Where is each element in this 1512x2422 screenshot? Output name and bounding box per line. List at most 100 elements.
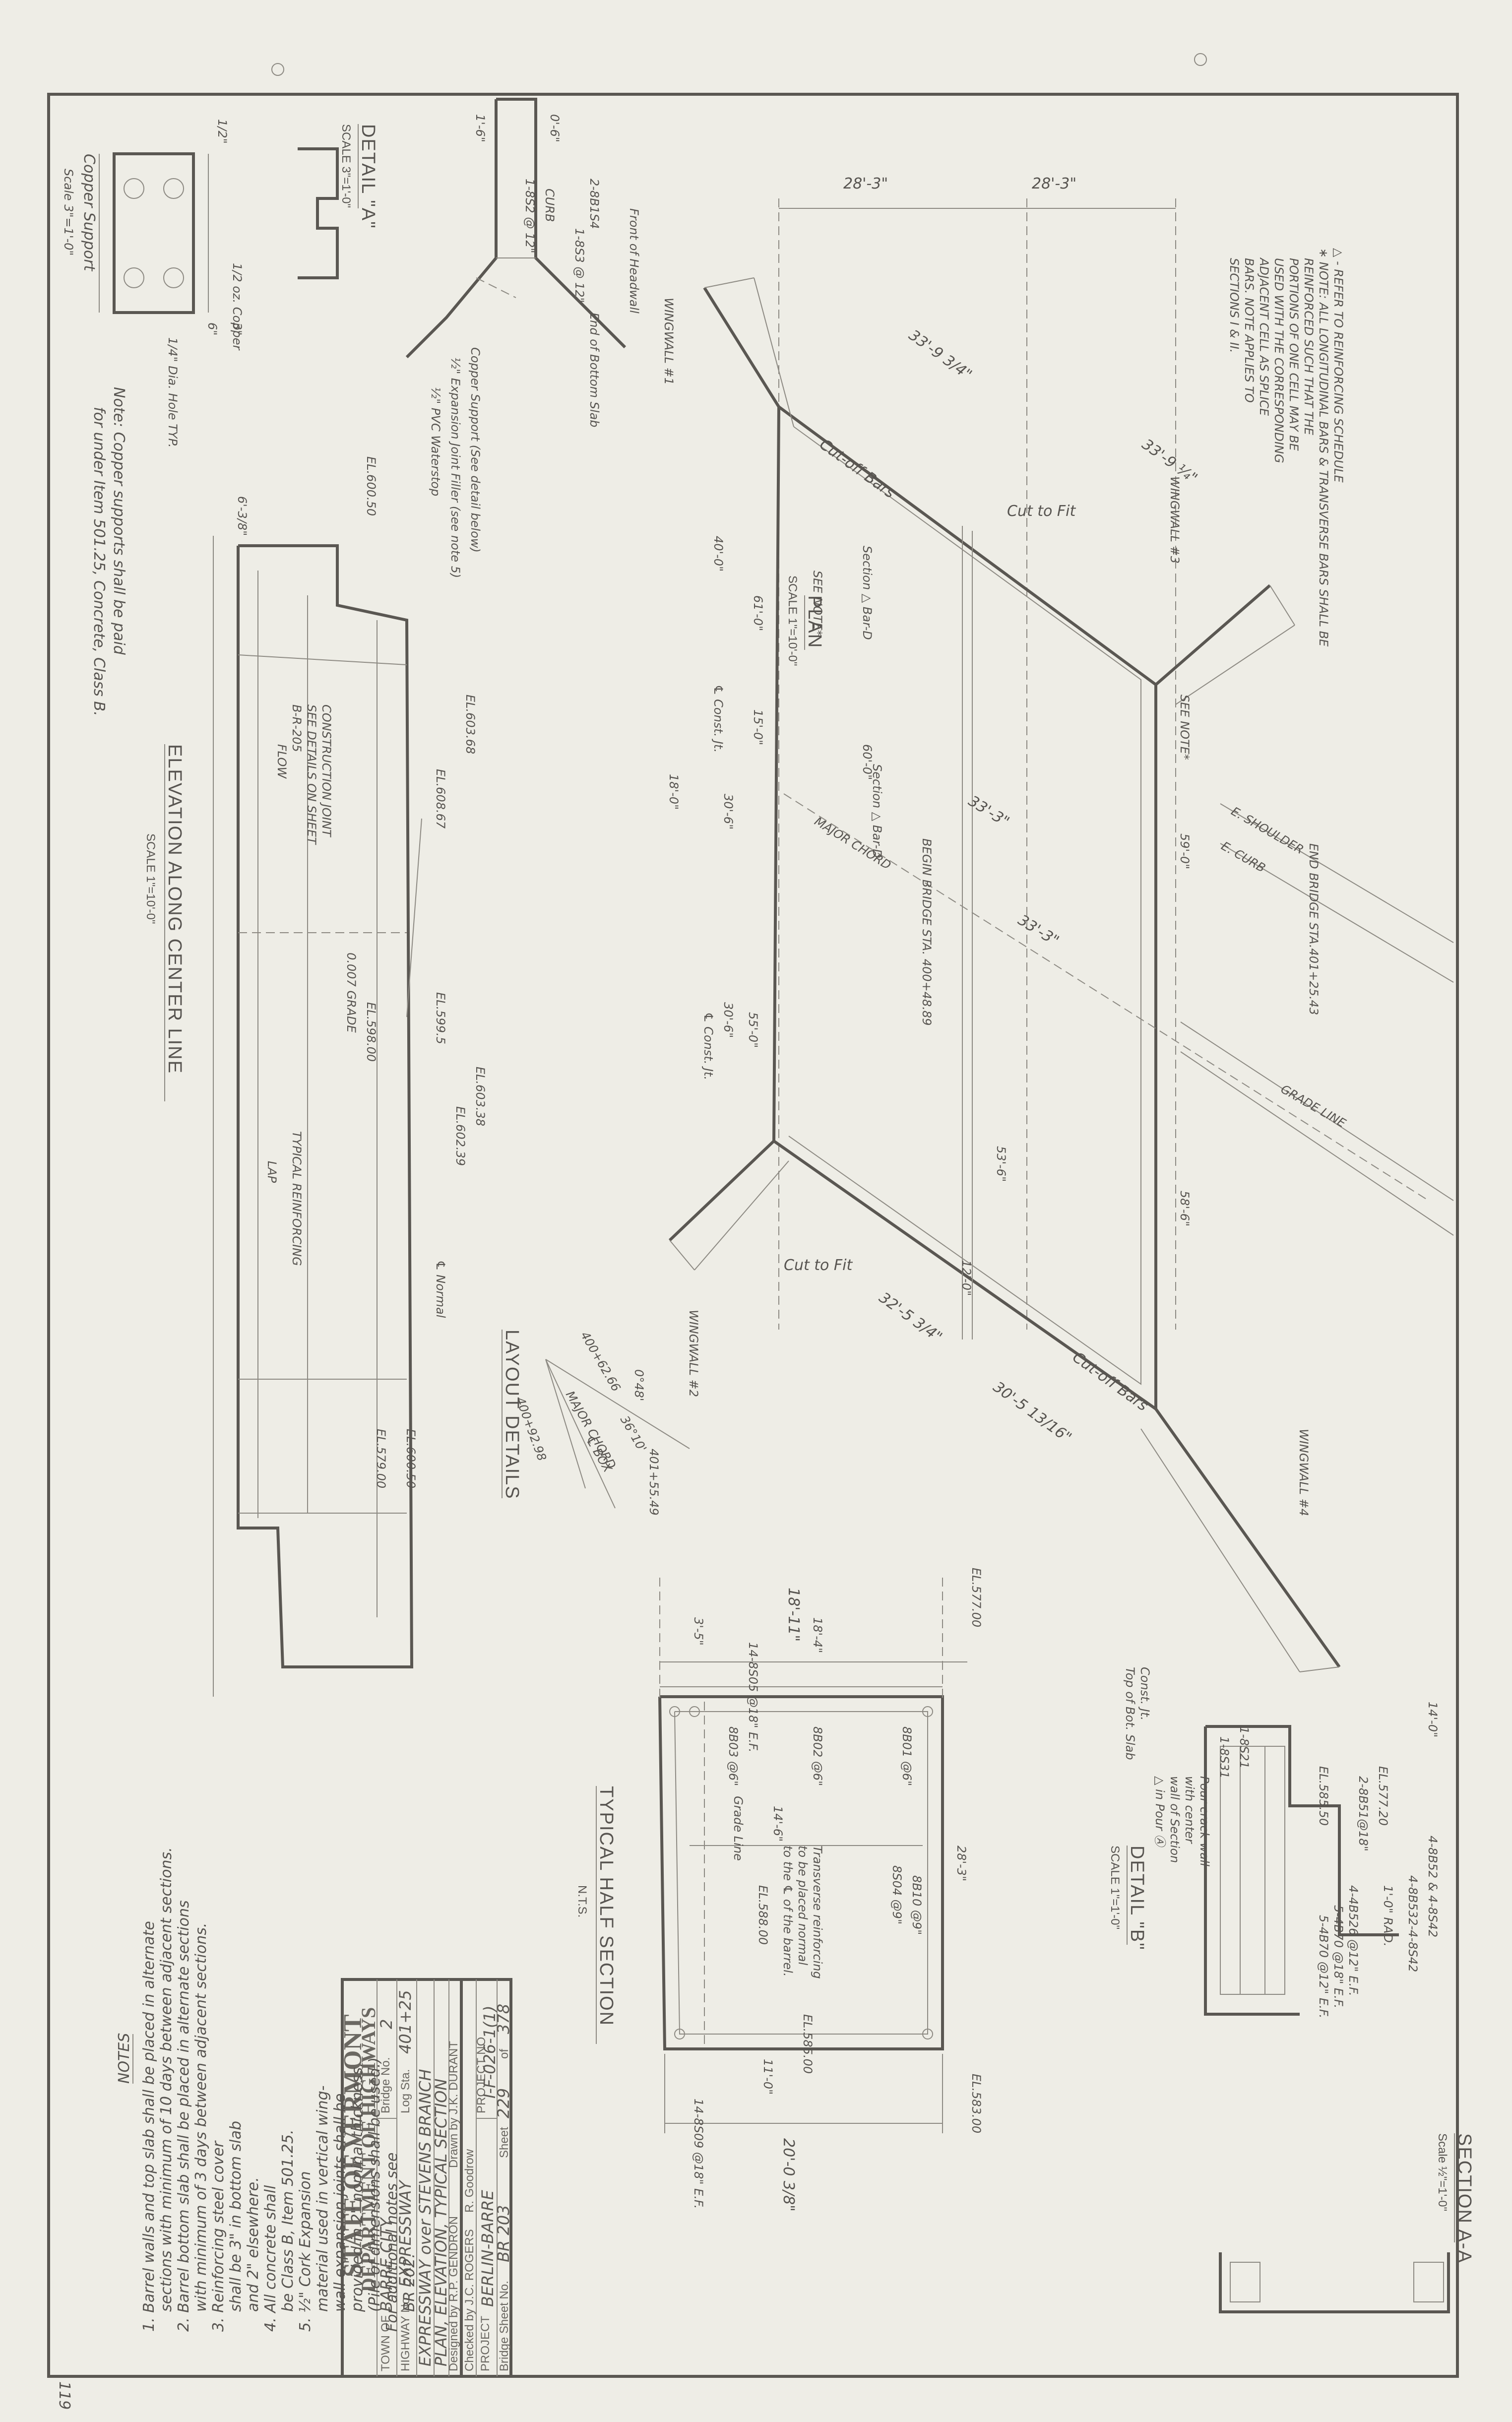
drawn-by: Drawn by J.K. DURANT bbox=[447, 2041, 460, 2168]
joint-detail bbox=[405, 98, 627, 359]
svg-text:Front of Headwall: Front of Headwall bbox=[627, 208, 641, 314]
plan-title: PLAN bbox=[804, 595, 825, 648]
svg-text:Cut-off Bars: Cut-off Bars bbox=[816, 436, 898, 502]
svg-text:BR 202.: BR 202. bbox=[401, 2253, 418, 2312]
svg-text:WINGWALL #4: WINGWALL #4 bbox=[1297, 1429, 1311, 1516]
svg-text:CURB: CURB bbox=[543, 189, 557, 222]
svg-text:USED WITH THE CORRESPONDING: USED WITH THE CORRESPONDING bbox=[1272, 258, 1286, 463]
typical-half-labels: TYPICAL HALF SECTION N.T.S. bbox=[575, 1786, 617, 2044]
project-title: EXPRESSWAY over STEVENS BRANCH bbox=[416, 2069, 435, 2366]
project-no-value: I-F-026-1(1) bbox=[480, 2006, 499, 2099]
svg-text:End of Bottom Slab: End of Bottom Slab bbox=[587, 313, 601, 428]
svg-text:1/2": 1/2" bbox=[215, 119, 229, 144]
svg-text:36°10': 36°10' bbox=[618, 1413, 649, 1455]
svg-text:END BRIDGE STA.401+25.43: END BRIDGE STA.401+25.43 bbox=[1307, 843, 1321, 1015]
punch-hole-right bbox=[1194, 53, 1207, 66]
svg-text:Const. Jt.: Const. Jt. bbox=[1138, 1667, 1152, 1721]
svg-text:11'-0": 11'-0" bbox=[761, 2059, 775, 2095]
svg-text:with center: with center bbox=[1183, 1776, 1197, 1845]
svg-text:1-8S31: 1-8S31 bbox=[1217, 1736, 1231, 1779]
sheet-title: PLAN, ELEVATION, TYPICAL SECTION bbox=[432, 2079, 450, 2366]
svg-text:wall of Section: wall of Section bbox=[1168, 1776, 1182, 1863]
department-title: DEPARTMENT OF HIGHWAYS bbox=[357, 2007, 379, 2292]
sheet-label: Sheet bbox=[498, 2127, 511, 2158]
svg-text:53'-6": 53'-6" bbox=[994, 1146, 1008, 1182]
section-aa-title: SECTION A-A bbox=[1454, 2133, 1475, 2264]
svg-text:EL.585.00: EL.585.00 bbox=[801, 2014, 815, 2074]
sheet-number: 119 bbox=[56, 2381, 73, 2410]
svg-text:EL.600.50: EL.600.50 bbox=[364, 456, 378, 516]
svg-text:Cut to Fit: Cut to Fit bbox=[1007, 503, 1076, 520]
svg-text:59'-0": 59'-0" bbox=[1178, 833, 1192, 869]
svg-text:40'-0": 40'-0" bbox=[711, 536, 725, 572]
svg-text:3": 3" bbox=[230, 322, 244, 335]
svg-text:wall expansion joints shall be: wall expansion joints shall be bbox=[331, 2094, 349, 2312]
svg-text:5. ½" Cork Expansion: 5. ½" Cork Expansion bbox=[297, 2171, 314, 2332]
svg-text:EL.599.5: EL.599.5 bbox=[434, 992, 447, 1044]
svg-text:8B10 @9": 8B10 @9" bbox=[910, 1875, 924, 1935]
svg-text:20'-0 3/8": 20'-0 3/8" bbox=[780, 2138, 797, 2212]
svg-text:8B02 @6": 8B02 @6" bbox=[811, 1726, 824, 1786]
svg-text:60'-0": 60'-0" bbox=[860, 744, 874, 780]
svg-text:and 2" elsewhere.: and 2" elsewhere. bbox=[245, 2177, 262, 2312]
svg-text:12'-0": 12'-0" bbox=[959, 1260, 973, 1296]
svg-text:1-8S21: 1-8S21 bbox=[1237, 1726, 1251, 1769]
svg-text:(Pile of dimensions shall be u: (Pile of dimensions shall be used.) bbox=[366, 2057, 383, 2312]
svg-text:28'-3": 28'-3" bbox=[954, 1846, 968, 1881]
bridge-sheet-value: BR 203 bbox=[494, 2205, 513, 2262]
svg-text:Scale ½"=1'-0": Scale ½"=1'-0" bbox=[1436, 2133, 1449, 2211]
notes-title: NOTES bbox=[116, 2033, 133, 2084]
svg-text:18'-0": 18'-0" bbox=[667, 774, 681, 810]
svg-text:30'-5 13/16": 30'-5 13/16" bbox=[990, 1378, 1074, 1447]
town-value: BARRE CITY bbox=[377, 2217, 396, 2312]
svg-text:Copper Support: Copper Support bbox=[80, 154, 98, 272]
project-value: BERLIN-BARRE bbox=[478, 2190, 497, 2307]
svg-text:Top of Bot. Slab: Top of Bot. Slab bbox=[1123, 1667, 1137, 1760]
svg-text:30'-6": 30'-6" bbox=[721, 794, 735, 829]
svg-text:EL.583.00: EL.583.00 bbox=[969, 2074, 983, 2133]
svg-text:WINGWALL #2: WINGWALL #2 bbox=[687, 1310, 700, 1397]
svg-text:△ - REFER TO REINFORCING SCHED: △ - REFER TO REINFORCING SCHEDULE bbox=[1331, 248, 1345, 483]
svg-text:6": 6" bbox=[205, 322, 219, 335]
svg-text:EL.603.68: EL.603.68 bbox=[463, 695, 477, 754]
svg-text:1-8S3 @ 12": 1-8S3 @ 12" bbox=[572, 228, 586, 303]
svg-text:14'-0": 14'-0" bbox=[1426, 1702, 1440, 1737]
svg-text:6'-3/8": 6'-3/8" bbox=[235, 496, 249, 536]
notes-block: NOTES 1. Barrel walls and top slab shall… bbox=[116, 1847, 418, 2332]
bridge-no: 2 bbox=[377, 2019, 396, 2029]
detail-a-title: DETAIL "A" bbox=[358, 124, 378, 229]
svg-text:for under Item 501.25, Concret: for under Item 501.25, Concrete, Class B… bbox=[90, 407, 108, 716]
typical-half-title: TYPICAL HALF SECTION bbox=[596, 1786, 617, 2026]
bridge-label: Bridge No. bbox=[379, 2057, 392, 2113]
svg-text:0.007 GRADE: 0.007 GRADE bbox=[344, 953, 358, 1033]
project-label: PROJECT bbox=[479, 2316, 492, 2371]
svg-text:EL.598.00: EL.598.00 bbox=[364, 1002, 378, 1062]
checked-by-2: R. Goodrow bbox=[463, 2149, 476, 2213]
svg-text:1'-0" RAD.: 1'-0" RAD. bbox=[1381, 1885, 1395, 1947]
svg-text:SCALE 3"=1'-0": SCALE 3"=1'-0" bbox=[339, 124, 353, 208]
svg-text:1. Barrel walls and top slab s: 1. Barrel walls and top slab shall be pl… bbox=[140, 1921, 158, 2332]
svg-text:3'-5": 3'-5" bbox=[692, 1617, 705, 1646]
svg-text:0°48': 0°48' bbox=[632, 1369, 646, 1401]
plan-view bbox=[668, 198, 1454, 1672]
detail-a bbox=[99, 147, 339, 314]
svg-text:½" Expansion Joint Filler (see: ½" Expansion Joint Filler (see note 5) bbox=[448, 357, 462, 578]
svg-text:EL.579.00: EL.579.00 bbox=[374, 1429, 388, 1488]
svg-text:SEE NOTE*: SEE NOTE* bbox=[811, 571, 824, 636]
section-aa bbox=[1219, 2252, 1450, 2313]
layout-title: LAYOUT DETAILS bbox=[502, 1330, 522, 1500]
svg-text:LAP: LAP bbox=[265, 1161, 279, 1183]
sheet-of: of bbox=[498, 2049, 511, 2059]
svg-text:18'-4": 18'-4" bbox=[811, 1617, 824, 1653]
svg-text:Transverse reinforcing: Transverse reinforcing bbox=[811, 1846, 824, 1979]
svg-text:SCALE 1"=1'-0": SCALE 1"=1'-0" bbox=[1108, 1846, 1122, 1929]
svg-text:be Class B, Item 501.25.: be Class B, Item 501.25. bbox=[279, 2130, 297, 2312]
typical-half-dims: EL.577.00 bbox=[969, 1568, 983, 1627]
svg-text:8B01 @6": 8B01 @6" bbox=[900, 1726, 914, 1786]
svg-text:32'-5 3/4": 32'-5 3/4" bbox=[876, 1289, 945, 1346]
svg-text:shall be 3" in bottom slab: shall be 3" in bottom slab bbox=[227, 2121, 245, 2312]
svg-text:ELEVATION ALONG CENTER LINE: ELEVATION ALONG CENTER LINE bbox=[164, 744, 185, 1074]
log-label: Log Sta. bbox=[399, 2069, 412, 2113]
svg-text:GRADE LINE: GRADE LINE bbox=[1278, 1082, 1349, 1131]
